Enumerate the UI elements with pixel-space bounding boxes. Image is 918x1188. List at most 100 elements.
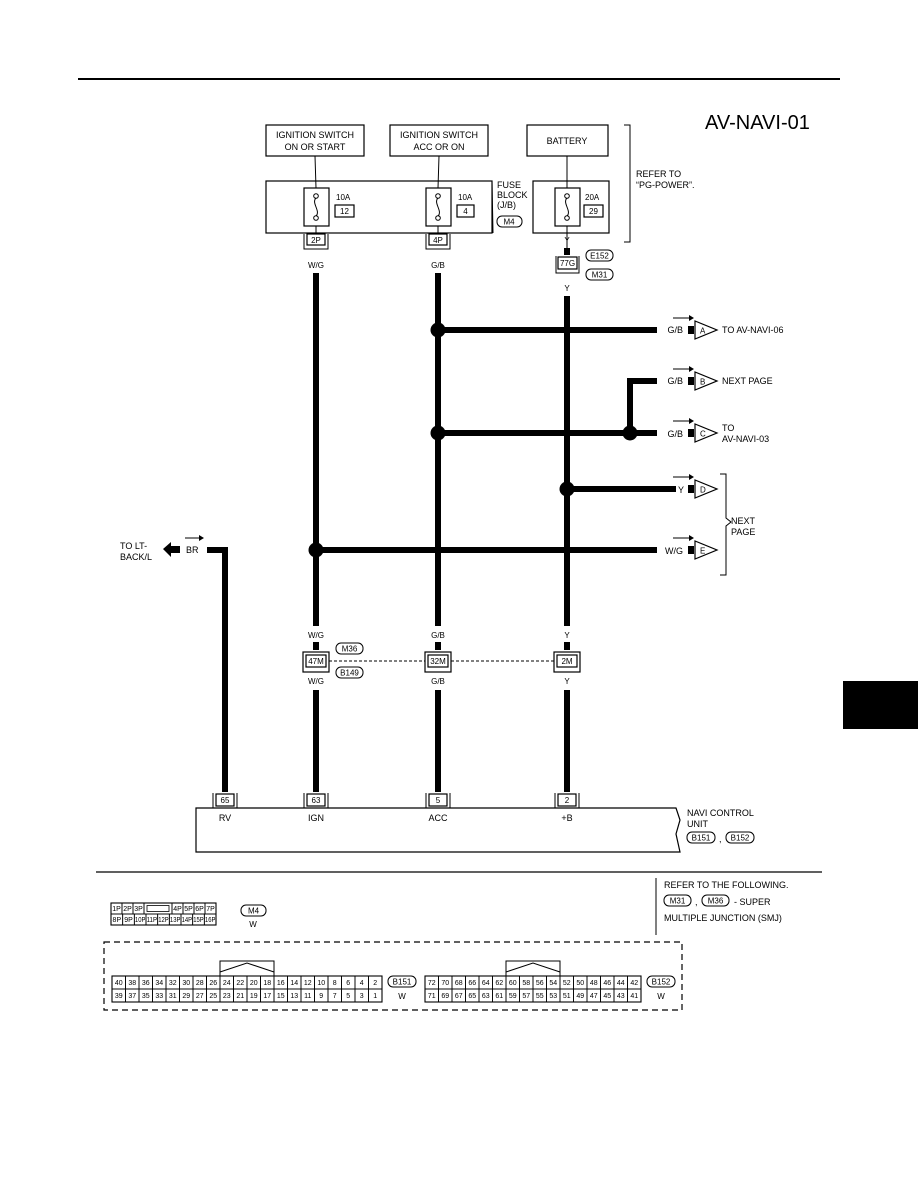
connector-pin-label: 6P <box>195 906 204 913</box>
connector-face-b151-id: B151 <box>393 978 412 987</box>
svg-text:2: 2 <box>565 796 570 805</box>
connector-pin-label: 64 <box>482 980 490 987</box>
connector-pin-label: 11 <box>304 993 311 1000</box>
connector-pin-label: 17 <box>263 993 271 1000</box>
svg-text:12: 12 <box>340 207 349 216</box>
svg-text:C: C <box>700 430 706 439</box>
connector-pin-label: 8 <box>333 980 337 987</box>
next-page-line2: PAGE <box>731 527 755 537</box>
wire-label-acc-top: G/B <box>431 261 445 270</box>
connector-pin-label: 44 <box>617 980 625 987</box>
splice-bat-d <box>559 481 575 497</box>
refer-following-line1: REFER TO THE FOLLOWING. <box>664 880 789 890</box>
connector-pin-label: 35 <box>142 993 150 1000</box>
connector-pin-label: 3 <box>360 993 364 1000</box>
power-source-ign: IGNITION SWITCH ON OR START <box>265 124 365 157</box>
connector-pin-label: 71 <box>428 993 436 1000</box>
connector-pin-label: 22 <box>236 980 244 987</box>
connector-pin-label: 47 <box>590 993 598 1000</box>
connector-pin-label: 61 <box>495 993 503 1000</box>
destination-e: W/G E <box>665 535 719 560</box>
connector-latch <box>505 960 561 976</box>
junction-wire-bottom-ign: W/G <box>308 677 324 686</box>
junction-wire-bottom-bat: Y <box>564 677 570 686</box>
destination-c: G/B C TO AV-NAVI-03 <box>667 418 769 444</box>
connector-pin-label: 51 <box>563 993 571 1000</box>
junction-wire-top-ign: W/G <box>308 631 324 640</box>
svg-text:10A: 10A <box>336 193 351 202</box>
connector-pin-label: 14P <box>182 917 193 924</box>
fuse-block-label-2: BLOCK <box>497 190 528 200</box>
connector-pin-label: 36 <box>142 980 150 987</box>
wiring-harness <box>207 273 676 792</box>
power-source-battery: BATTERY <box>526 124 609 157</box>
svg-text:4P: 4P <box>433 236 443 245</box>
svg-text:G/B: G/B <box>667 376 683 386</box>
svg-text:77G: 77G <box>560 259 575 268</box>
connector-pin-label: 55 <box>536 993 544 1000</box>
connector-pin-label: 7 <box>333 993 337 1000</box>
junction-wire-top-bat: Y <box>564 631 570 640</box>
connector-pin-label: 24 <box>223 980 231 987</box>
connector-pin-label: 28 <box>196 980 204 987</box>
connector-pin-label: 59 <box>509 993 517 1000</box>
connector-face-b151-color: W <box>398 992 406 1001</box>
unit-connector-b151: B151 <box>692 834 711 843</box>
connector-pin-label: 26 <box>209 980 217 987</box>
connector-pin-label: 16P <box>205 917 216 924</box>
connector-pin-label: 46 <box>603 980 611 987</box>
fuse-1: 10A 12 <box>303 187 355 227</box>
svg-text:IGNITION SWITCH: IGNITION SWITCH <box>276 130 354 140</box>
connector-pin-label: 1 <box>373 993 377 1000</box>
connector-face-m4-id: M4 <box>248 907 260 916</box>
fuse-terminal-2p: 2P <box>303 233 329 250</box>
connector-pin-label: 6 <box>346 980 350 987</box>
svg-text:BACK/L: BACK/L <box>120 552 152 562</box>
connector-pin-label: 54 <box>549 980 557 987</box>
connector-pin-label: 41 <box>630 993 638 1000</box>
connector-pin-label: 10 <box>317 980 325 987</box>
connector-latch-mark <box>219 962 275 973</box>
svg-text:IGN: IGN <box>308 813 324 823</box>
connector-face-m4-color: W <box>249 920 257 929</box>
connector-pin-label: 67 <box>455 993 463 1000</box>
connector-pin-label: 38 <box>128 980 136 987</box>
fuse-block-connector: M4 <box>503 218 515 227</box>
connector-pin-label: 53 <box>549 993 557 1000</box>
fuse-3: 20A 29 <box>554 187 604 227</box>
connector-pin-label: 16 <box>277 980 285 987</box>
unit-name-line2: UNIT <box>687 819 708 829</box>
connector-pin-label: 40 <box>115 980 123 987</box>
svg-text:2M: 2M <box>561 657 572 666</box>
unit-terminal-2: 2 +B <box>554 793 580 823</box>
junction-connector-b149: B149 <box>340 669 359 678</box>
connector-pin-label: 11P <box>147 917 158 924</box>
splice-acc-a <box>430 322 446 338</box>
svg-text:TO: TO <box>722 423 734 433</box>
connector-pin-label: 70 <box>441 980 449 987</box>
connector-77g: 77G <box>555 256 580 274</box>
svg-text:5: 5 <box>436 796 441 805</box>
connector-e152: E152 <box>590 252 609 261</box>
junction-wire-bottom-acc: G/B <box>431 677 445 686</box>
junction-connector-m36: M36 <box>342 645 358 654</box>
navi-control-unit <box>195 807 681 853</box>
next-page-line1: NEXT <box>731 516 756 526</box>
power-source-acc: IGNITION SWITCH ACC OR ON <box>389 124 489 157</box>
splice-b <box>622 425 638 441</box>
svg-text:63: 63 <box>312 796 321 805</box>
connector-pin-label: 27 <box>196 993 204 1000</box>
connector-pin-label: 57 <box>522 993 530 1000</box>
svg-text:G/B: G/B <box>667 429 683 439</box>
connector-pin-label: 34 <box>155 980 163 987</box>
connector-pin-label: 68 <box>455 980 463 987</box>
refer-following-m36: M36 <box>708 897 724 906</box>
svg-text:TO LT-: TO LT- <box>120 541 147 551</box>
refer-power-line2: “PG-POWER”. <box>636 180 695 190</box>
connector-pin-label: 4P <box>173 906 182 913</box>
connector-pin-label: 3P <box>134 906 143 913</box>
svg-text:65: 65 <box>221 796 230 805</box>
